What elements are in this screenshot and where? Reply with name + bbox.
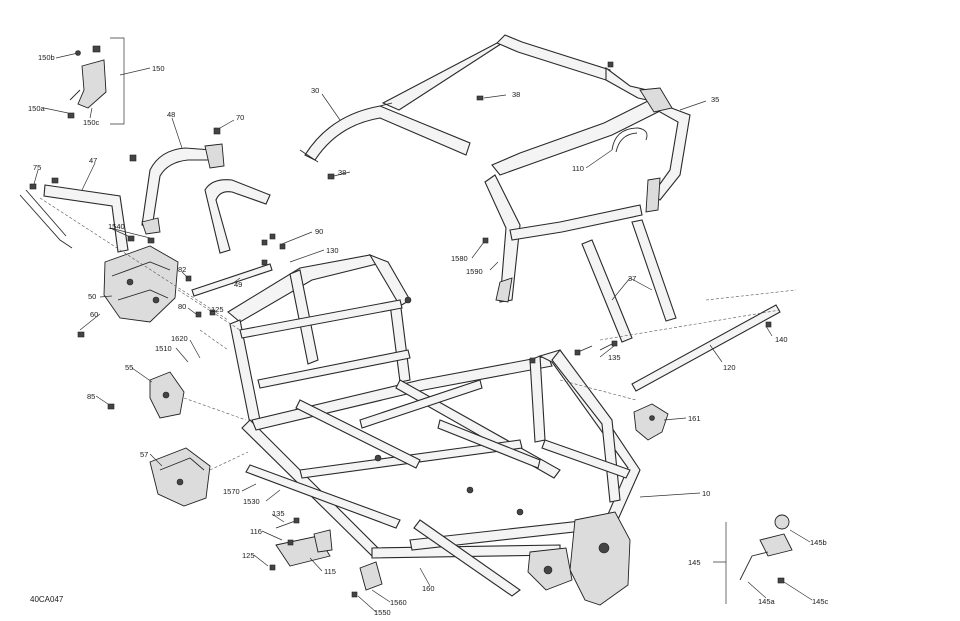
callout-135-lower: 135 xyxy=(272,509,285,518)
callout-115: 115 xyxy=(324,567,336,576)
callout-48: 48 xyxy=(167,110,175,119)
callout-90: 90 xyxy=(315,227,323,236)
roll-cage xyxy=(299,34,691,303)
callout-75: 75 xyxy=(33,163,41,172)
callout-85: 85 xyxy=(87,392,95,401)
clamp-1550 xyxy=(359,561,383,591)
mount-50 xyxy=(103,245,179,323)
leader-lines xyxy=(33,37,813,613)
callout-130: 130 xyxy=(326,246,339,255)
callout-150: 150 xyxy=(152,64,165,73)
callout-120: 120 xyxy=(723,363,736,372)
assembly-guide-lines xyxy=(39,197,797,471)
callout-1510: 1510 xyxy=(155,344,172,353)
diagram-code: 40CA047 xyxy=(30,595,64,604)
callout-116: 116 xyxy=(250,527,262,536)
callout-1620: 1620 xyxy=(171,334,188,343)
callout-70: 70 xyxy=(236,113,244,122)
callout-145a: 145a xyxy=(758,597,776,606)
callout-38-left: 38 xyxy=(338,168,346,177)
callout-160: 160 xyxy=(422,584,435,593)
callout-161: 161 xyxy=(688,414,701,423)
bracket-115 xyxy=(275,529,333,567)
callout-1560: 1560 xyxy=(390,598,407,607)
callout-1530: 1530 xyxy=(243,497,260,506)
callout-labels: 150b 150 150a 150c 30 38 38 35 110 48 70… xyxy=(28,53,829,617)
callout-140: 140 xyxy=(775,335,788,344)
callout-37: 37 xyxy=(628,274,636,283)
callout-60: 60 xyxy=(90,310,98,319)
callout-49: 49 xyxy=(234,280,242,289)
callout-125-upper: 125 xyxy=(211,305,224,314)
fasteners xyxy=(77,61,772,598)
rail-120 xyxy=(631,304,781,392)
callout-1540: 1540 xyxy=(108,222,125,231)
main-frame-10 xyxy=(227,253,641,606)
callout-38-top: 38 xyxy=(512,90,520,99)
bracket-150-assembly xyxy=(67,45,107,119)
rail-49 xyxy=(191,263,273,297)
callout-150c: 150c xyxy=(83,118,100,127)
callout-50: 50 xyxy=(88,292,96,301)
callout-1550: 1550 xyxy=(374,608,391,617)
bracket-161 xyxy=(633,403,669,441)
callout-57: 57 xyxy=(140,450,148,459)
callout-150a: 150a xyxy=(28,104,46,113)
callout-1590: 1590 xyxy=(466,267,483,276)
callout-80: 80 xyxy=(178,302,186,311)
bumper-tube-48 xyxy=(141,143,225,235)
callout-145b: 145b xyxy=(810,538,827,547)
mount-57 xyxy=(149,447,211,507)
callout-10: 10 xyxy=(702,489,710,498)
mount-55 xyxy=(149,371,185,419)
assembly-145 xyxy=(739,514,793,584)
callout-35: 35 xyxy=(711,95,719,104)
rear-uprights xyxy=(581,219,677,343)
callout-1580-upper: 1580 xyxy=(451,254,468,263)
callout-110: 110 xyxy=(572,164,584,173)
callout-47: 47 xyxy=(89,156,97,165)
callout-82: 82 xyxy=(178,265,186,274)
callout-125-lower: 125 xyxy=(242,551,255,560)
callout-55: 55 xyxy=(125,363,133,372)
callout-1570: 1570 xyxy=(223,487,240,496)
callout-145: 145 xyxy=(688,558,701,567)
callout-135-upper: 135 xyxy=(608,353,621,362)
callout-150b: 150b xyxy=(38,53,55,62)
callout-30: 30 xyxy=(311,86,319,95)
bumper-tube-47 xyxy=(19,177,271,254)
callout-145c: 145c xyxy=(812,597,829,606)
